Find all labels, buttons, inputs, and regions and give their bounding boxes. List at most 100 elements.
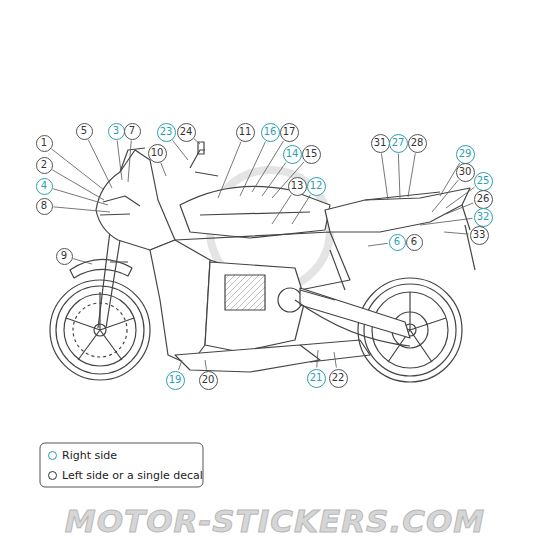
leader-line [53,189,108,205]
callout-number: 14 [286,149,299,159]
leader-line [381,153,388,200]
callout-circle: 3 [108,123,125,140]
callout-number: 6 [394,237,400,247]
leader-line [272,195,291,224]
leader-line [218,142,241,198]
legend-row: Right side [48,449,117,462]
callout-number: 9 [61,251,67,261]
leader-line [128,140,131,182]
callout-number: 13 [291,181,304,191]
callout-number: 2 [41,160,47,170]
leader-line [408,153,415,197]
callout-circle: 16 [261,123,280,142]
callout-number: 32 [477,212,490,222]
callout-circle: 24 [177,123,196,142]
callout-circle: 6 [406,234,423,251]
callout-circle: 17 [280,123,299,142]
callout-circle: 7 [124,123,141,140]
callout-number: 17 [283,127,296,137]
leader-line [446,203,473,214]
callout-circle: 5 [76,123,93,140]
callout-number: 4 [41,181,47,191]
legend-circle [48,471,57,480]
callout-number: 33 [473,230,486,240]
leader-line [73,259,92,264]
callout-number: 10 [151,148,164,158]
callout-number: 15 [305,149,318,159]
leader-line [117,140,122,180]
callout-circle: 23 [157,123,176,142]
callout-number: 1 [41,138,47,148]
leader-line [52,170,104,200]
callout-circle: 4 [36,178,53,195]
legend-circle [48,451,57,460]
leader-line [398,153,400,198]
callout-circle: 32 [474,208,493,227]
leader-line [317,350,318,368]
callout-circle: 13 [288,177,307,196]
callout-number: 26 [477,194,490,204]
callout-circle: 30 [456,163,475,182]
callout-number: 31 [374,138,387,148]
callout-circle: 6 [389,234,406,251]
callout-number: 12 [310,181,323,191]
leader-line [178,360,182,370]
callout-circle: 33 [470,226,489,245]
callout-number: 29 [459,149,472,159]
leader-line [444,232,469,234]
leader-line [432,180,458,212]
leader-line [252,141,283,192]
callout-circle: 26 [474,190,493,209]
callout-circle: 12 [307,177,326,196]
legend-text: Left side or a single decal [62,469,203,482]
callout-number: 30 [459,167,472,177]
callout-number: 16 [264,127,277,137]
callout-circle: 8 [36,198,53,215]
leader-line [420,218,473,225]
callout-number: 24 [180,127,193,137]
legend-text: Right side [62,449,117,462]
callout-number: 7 [129,126,135,136]
callout-circle: 22 [329,369,348,388]
callout-circle: 10 [148,144,167,163]
callout-circle: 28 [408,134,427,153]
callout-circle: 1 [36,135,53,152]
callout-number: 23 [160,127,173,137]
leader-line [262,163,286,196]
callout-circle: 20 [199,371,218,390]
leader-line [334,352,336,368]
callout-number: 5 [81,126,87,136]
leader-line [240,142,266,196]
leader-line [194,139,200,144]
callout-circle: 29 [456,145,475,164]
callout-circle: 25 [474,172,493,191]
callout-number: 21 [310,373,323,383]
callout-number: 6 [411,237,417,247]
callout-circle: 27 [389,134,408,153]
legend-row: Left side or a single decal [48,469,203,482]
callout-number: 20 [202,375,215,385]
callout-number: 22 [332,373,345,383]
callout-number: 3 [113,126,119,136]
leader-line [172,140,188,160]
leader-line [292,195,310,224]
callout-circle: 14 [283,145,302,164]
callout-number: 8 [41,201,47,211]
leader-line [205,360,206,370]
callout-number: 19 [169,375,182,385]
watermark: MOTOR-STICKERS.COM [0,503,550,539]
callout-circle: 31 [371,134,390,153]
callout-circle: 15 [302,145,321,164]
callout-circle: 21 [307,369,326,388]
leader-line [161,163,166,176]
callout-number: 25 [477,176,490,186]
callout-number: 27 [392,138,405,148]
callout-circle: 9 [56,248,73,265]
callout-circle: 11 [236,123,255,142]
callout-circle: 19 [166,371,185,390]
callout-circle: 2 [36,157,53,174]
leader-line [51,149,104,190]
leader-line [368,243,388,246]
